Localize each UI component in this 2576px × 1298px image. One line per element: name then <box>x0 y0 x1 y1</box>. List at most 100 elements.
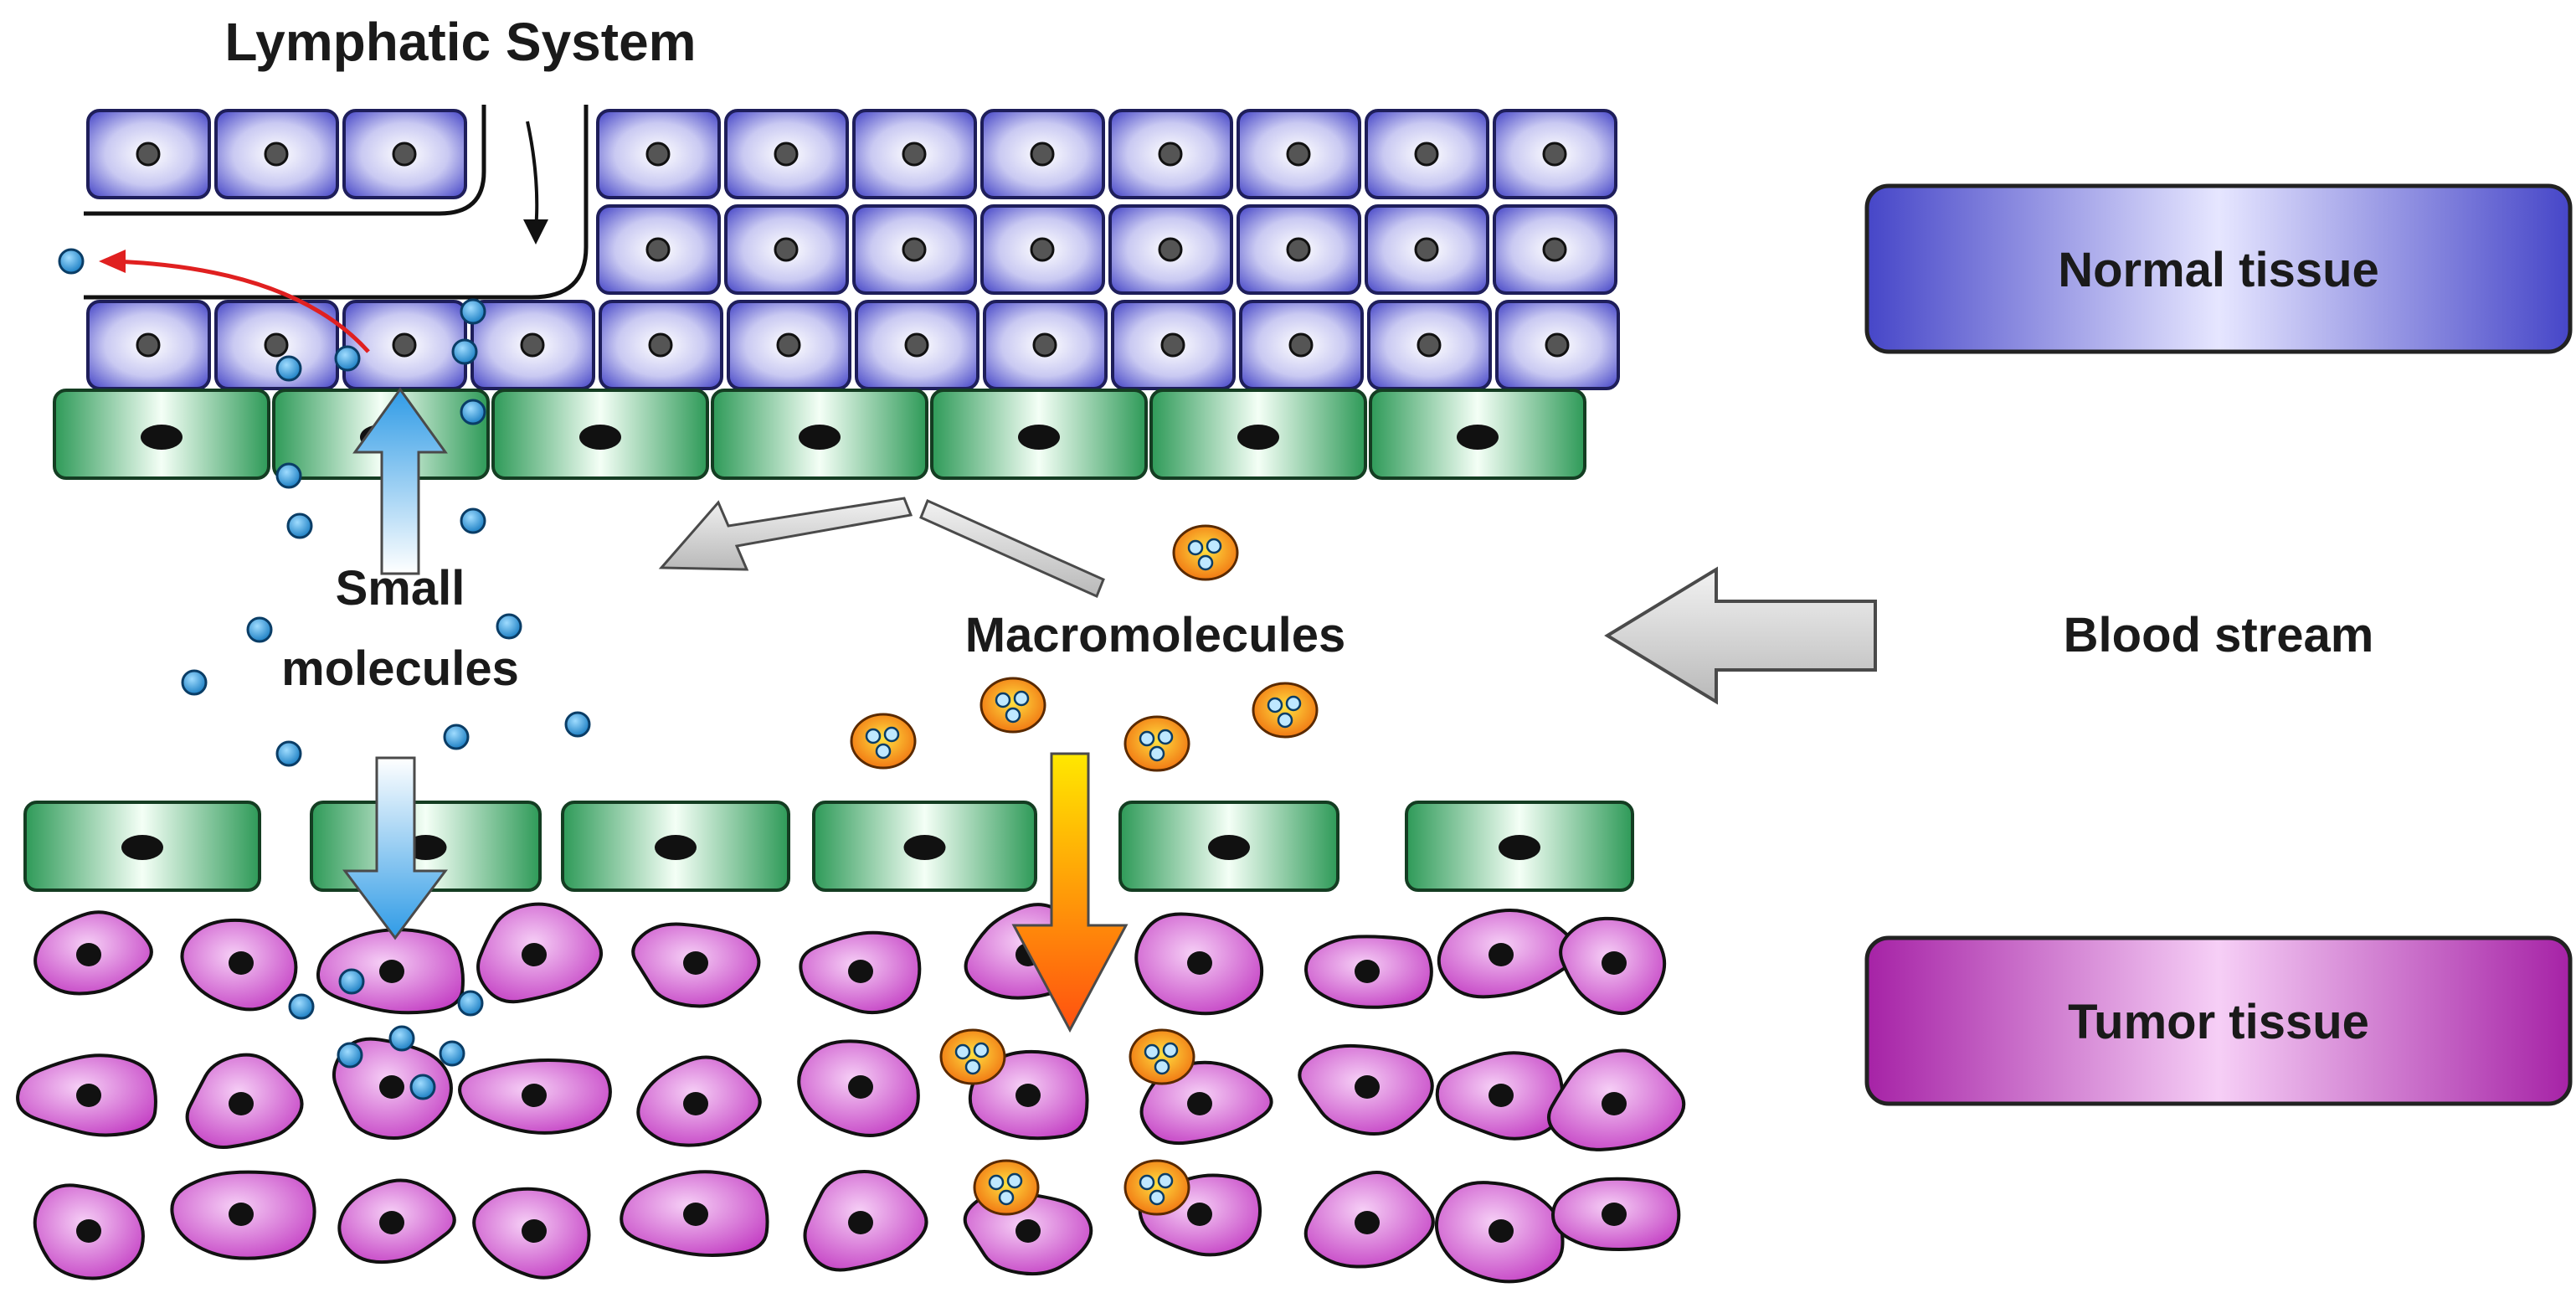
normal-cell <box>596 204 721 295</box>
small-molecule <box>564 711 591 738</box>
cell-nucleus <box>579 425 621 450</box>
macromolecule-blocked-arrow <box>658 497 913 571</box>
small-molecules <box>58 248 591 1100</box>
cell-nucleus <box>1602 951 1627 975</box>
small-molecule <box>496 613 522 640</box>
legend-tumor-tissue: Tumor tissue <box>1864 935 2573 1106</box>
small-molecule <box>288 993 315 1020</box>
cell-nucleus <box>1602 1203 1627 1226</box>
cell-nucleus <box>522 1084 547 1107</box>
endothelial-cell <box>53 389 270 480</box>
small-molecule <box>460 399 486 425</box>
cell-nucleus <box>379 1211 404 1234</box>
cell-nucleus <box>1030 142 1055 167</box>
tumor-cell <box>1550 1177 1681 1252</box>
cell-nucleus <box>1489 1084 1514 1107</box>
cell-nucleus <box>1288 332 1314 358</box>
cell-nucleus <box>774 142 799 167</box>
cell-nucleus <box>776 332 801 358</box>
tumor-cell <box>797 1039 920 1137</box>
normal-cell <box>1493 109 1617 199</box>
lymph-drainage-arrowhead <box>99 250 126 273</box>
blood-stream-label: Blood stream <box>2064 608 2374 662</box>
cell-nucleus <box>774 237 799 262</box>
cell-nucleus <box>645 142 671 167</box>
cell-nucleus <box>1355 1075 1380 1099</box>
macromolecule <box>1172 524 1239 581</box>
normal-cell <box>1493 204 1617 295</box>
small-molecule <box>286 513 313 539</box>
tumor-cell <box>1437 908 1579 999</box>
normal-cell <box>724 109 849 199</box>
cell-nucleus <box>1158 237 1183 262</box>
small-molecule <box>275 740 302 767</box>
cell-nucleus <box>522 943 547 966</box>
endothelial-cell <box>711 389 928 480</box>
cell-nucleus <box>799 425 841 450</box>
cell-nucleus <box>1187 1092 1212 1115</box>
macromolecule <box>1252 682 1319 739</box>
tumor-cell <box>472 1187 591 1280</box>
cell-nucleus <box>264 332 289 358</box>
small-molecule <box>181 669 208 696</box>
endothelium-normal <box>53 389 1586 480</box>
legend-normal-tissue: Normal tissue <box>1864 183 2573 354</box>
normal-cell <box>1237 109 1361 199</box>
normal-cell <box>1365 109 1489 199</box>
cell-nucleus <box>902 142 927 167</box>
endothelial-cell <box>1149 389 1367 480</box>
small-molecule <box>58 248 85 275</box>
cell-nucleus <box>683 951 708 975</box>
normal-cell <box>980 109 1105 199</box>
endothelial-cell <box>1405 801 1634 892</box>
cell-nucleus <box>648 332 673 358</box>
cell-nucleus <box>1414 142 1439 167</box>
normal-cell <box>852 109 977 199</box>
cell-nucleus <box>1457 425 1499 450</box>
endothelial-cell <box>930 389 1148 480</box>
normal-cell <box>86 300 211 390</box>
normal-cell <box>1108 109 1233 199</box>
normal-cell <box>855 300 979 390</box>
cell-nucleus <box>683 1092 708 1115</box>
cell-nucleus <box>1286 237 1311 262</box>
cell-nucleus <box>1015 1084 1041 1107</box>
cell-nucleus <box>392 332 417 358</box>
endothelial-cell <box>812 801 1037 892</box>
cell-nucleus <box>1187 1203 1212 1226</box>
tumor-cell <box>316 928 465 1015</box>
molecules-label: molecules <box>281 641 519 696</box>
normal-cell <box>599 300 723 390</box>
cell-nucleus <box>264 142 289 167</box>
macromolecules-label: Macromolecules <box>965 608 1346 662</box>
macromolecule-blocked-arrow-tail <box>919 498 1105 599</box>
normal-cell <box>983 300 1108 390</box>
normal-cell <box>1365 204 1489 295</box>
cell-nucleus <box>121 835 163 860</box>
cell-nucleus <box>1032 332 1057 358</box>
cell-nucleus <box>902 237 927 262</box>
cell-nucleus <box>1018 425 1060 450</box>
small-molecule <box>460 298 486 325</box>
tumor-cell <box>636 1055 762 1147</box>
small-molecule <box>443 724 470 750</box>
macromolecule-arrow-down <box>1011 752 1129 1033</box>
tumor-cell <box>16 1053 157 1137</box>
cell-nucleus <box>1489 943 1514 966</box>
small-molecule <box>451 338 478 365</box>
tumor-cell <box>1559 916 1667 1016</box>
cell-nucleus <box>1542 142 1567 167</box>
tumor-cell <box>1435 1051 1565 1141</box>
small-molecule <box>338 968 365 995</box>
normal-cell <box>1239 300 1364 390</box>
small-molecule <box>275 355 302 382</box>
normal-cell <box>214 109 339 199</box>
macromolecule <box>850 713 917 770</box>
tumor-cell <box>631 922 761 1008</box>
macromolecule <box>1123 1159 1190 1216</box>
cell-nucleus <box>76 1219 101 1243</box>
normal-cell <box>1237 204 1361 295</box>
normal-cell <box>214 300 339 390</box>
